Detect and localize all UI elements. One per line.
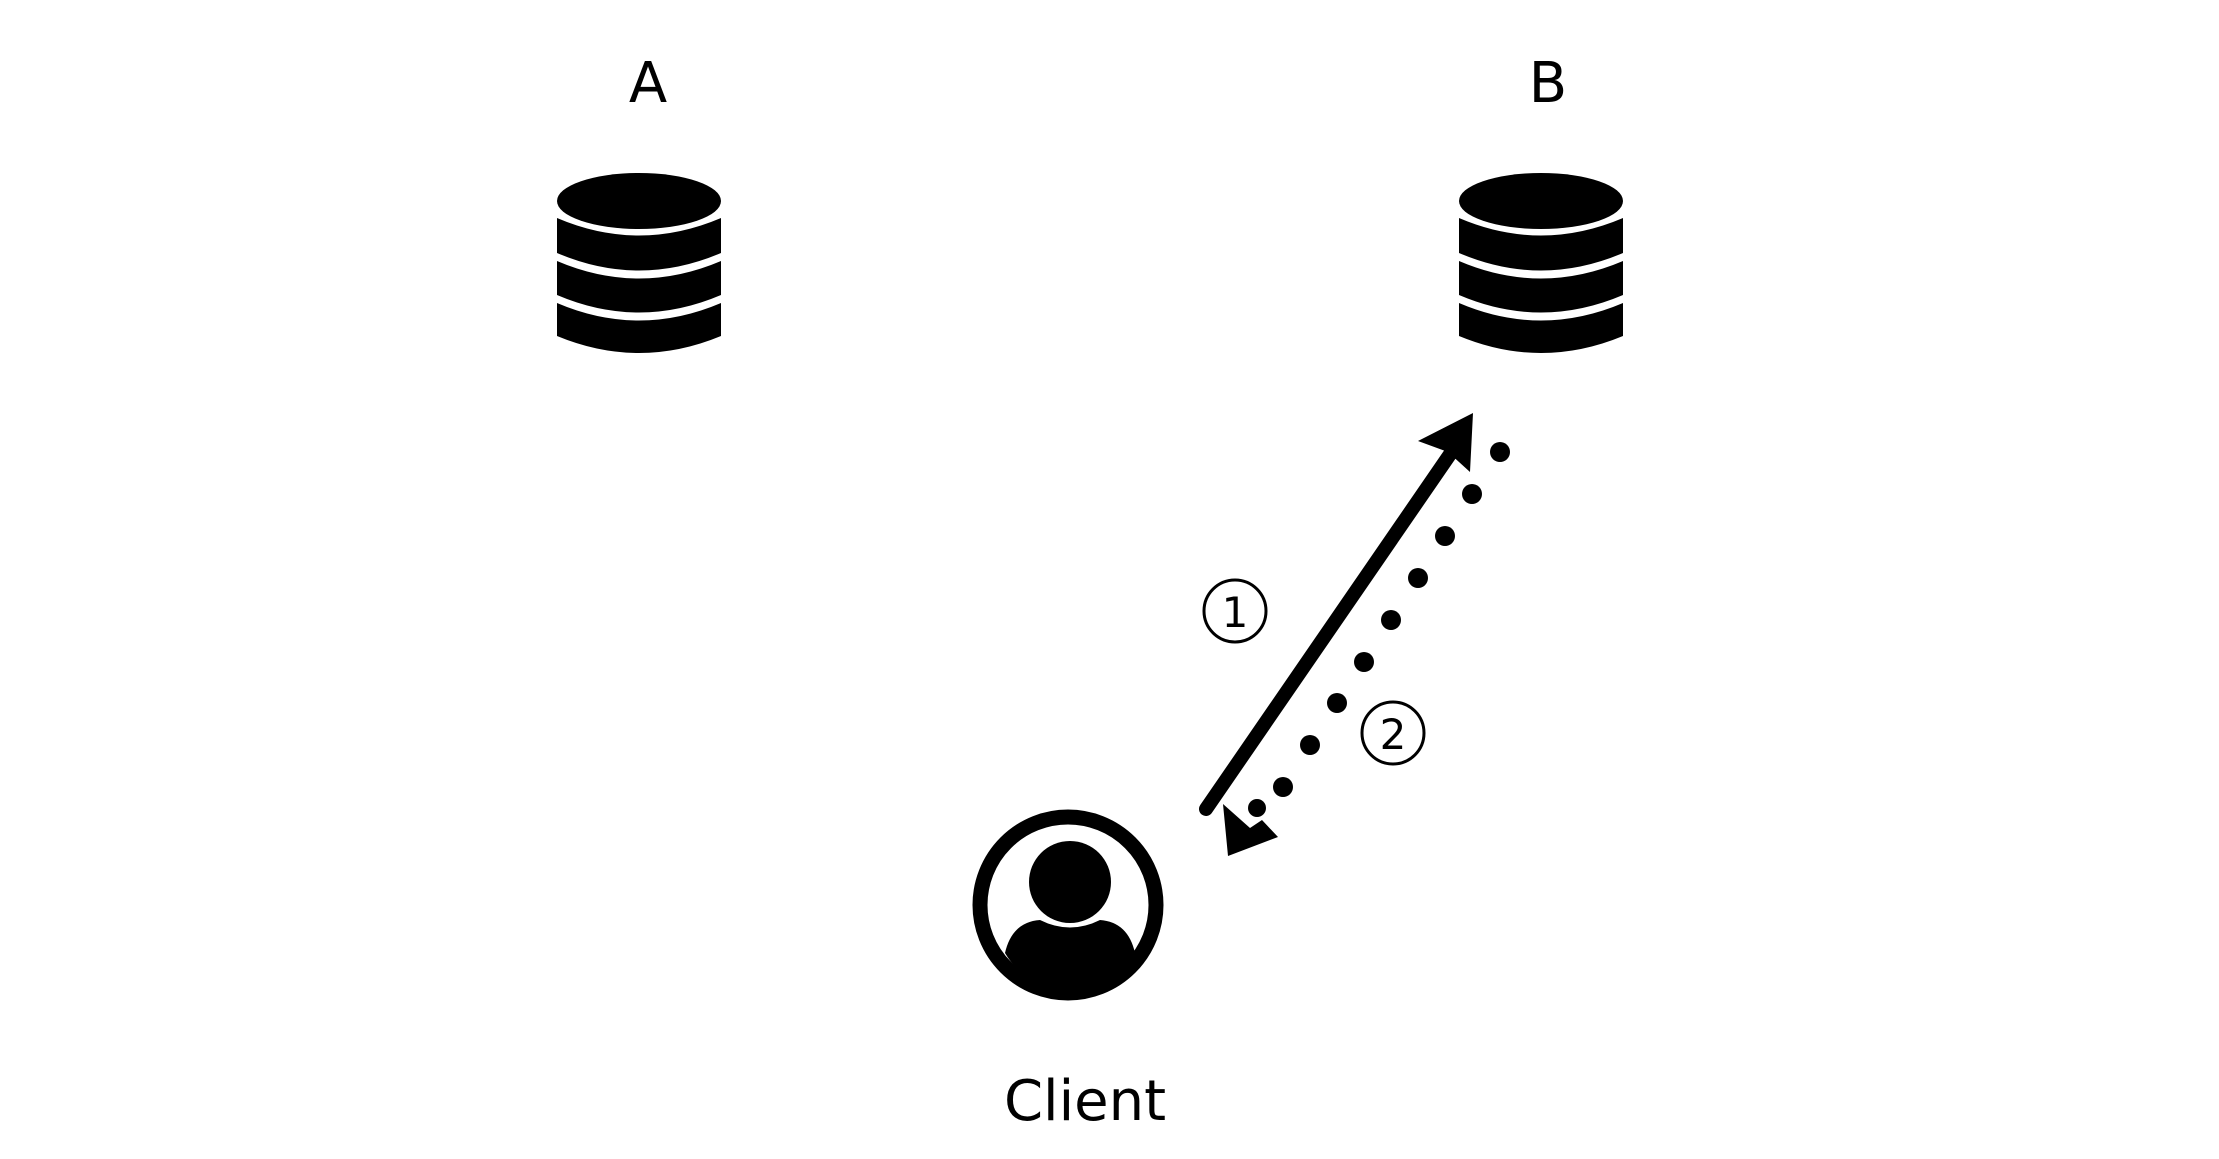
svg-text:1: 1: [1222, 588, 1249, 637]
database-a-label: A: [629, 51, 667, 116]
arrowhead-icon: [1418, 413, 1473, 472]
request-arrow: [1199, 413, 1473, 816]
step-2-badge: 2: [1360, 700, 1426, 766]
svg-text:2: 2: [1380, 710, 1407, 759]
client-node: Client: [972, 809, 1166, 1134]
database-a: A: [557, 51, 721, 353]
arrowhead-icon: [1223, 804, 1278, 856]
response-arrow: [1223, 442, 1510, 856]
user-icon: [972, 809, 1164, 1001]
database-b-label: B: [1529, 51, 1567, 116]
database-b: B: [1459, 51, 1623, 353]
database-icon: [557, 173, 721, 353]
client-label: Client: [1004, 1069, 1166, 1134]
step-1-badge: 1: [1202, 578, 1268, 644]
database-icon: [1459, 173, 1623, 353]
